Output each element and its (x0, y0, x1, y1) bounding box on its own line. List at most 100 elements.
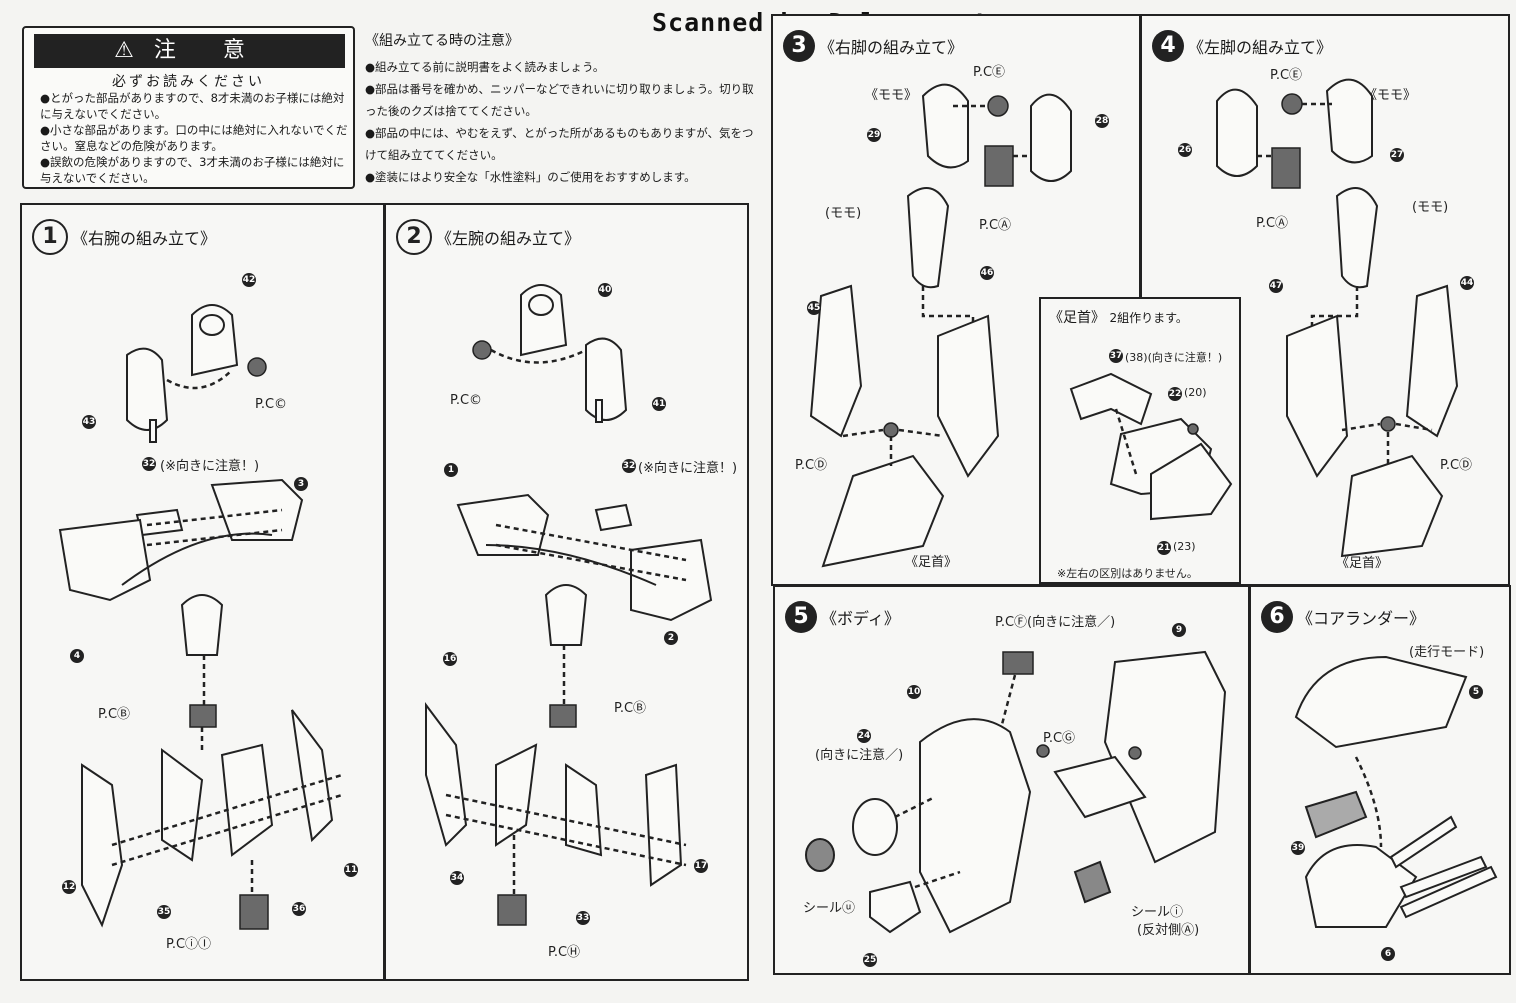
part-label: P.CⒶ (979, 218, 1012, 233)
part-number: 40 (598, 283, 612, 297)
part-label: P.CⒷ (614, 701, 647, 716)
seal-label: シールⓘ (1131, 905, 1184, 920)
part-number: 47 (1269, 279, 1283, 293)
part-label: P.CⒼ (1043, 731, 1076, 746)
ankle-diagram (1069, 372, 1233, 521)
caution-box: ⚠注 意 必ずお読みください ●とがった部品がありますので、8才未満のお子様には… (22, 26, 355, 189)
seal-label: シールⓤ (803, 901, 856, 916)
part-number: 12 (62, 880, 76, 894)
caution-title: ⚠注 意 (34, 34, 345, 68)
part-number: 34 (450, 871, 464, 885)
step-2-panel: 2《左腕の組み立て》 40 P.C© 41 1 32 (※向きに注意！) 2 P… (384, 203, 749, 981)
part-label: P.CⓘⒾ (166, 937, 212, 952)
part-number: 25 (863, 953, 877, 967)
note-item: ●塗装にはより安全な「水性塗料」のご使用をおすすめします。 (365, 170, 696, 184)
step-number-badge: 6 (1261, 601, 1293, 633)
step-6-panel: 6《コアランダー》 (走行モード) 5 39 6 (1249, 585, 1511, 975)
part-number: 6 (1381, 947, 1395, 961)
part-number: 5 (1469, 685, 1483, 699)
part-number: 17 (694, 859, 708, 873)
part-number: 2 (664, 631, 678, 645)
step-number-badge: 2 (396, 219, 432, 255)
part-label: 《モモ》 (1364, 88, 1417, 103)
part-note: (※向きに注意！) (638, 461, 738, 476)
step-6-title: 6《コアランダー》 (1261, 601, 1425, 633)
part-number: 36 (292, 902, 306, 916)
part-label: (20) (1184, 386, 1207, 399)
part-number: 4 (70, 649, 84, 663)
part-label: P.CⒺ (1270, 68, 1303, 83)
step-number-badge: 5 (785, 601, 817, 633)
step-6-diagram (1294, 655, 1498, 928)
part-number: 39 (1291, 841, 1305, 855)
step-5-panel: 5《ボディ》 P.CⒻ(向きに注意／) 9 10 24 (向きに注意／) P.C… (773, 585, 1250, 975)
step-3-title: 3《右脚の組み立て》 (783, 30, 963, 62)
step-number-badge: 1 (32, 219, 68, 255)
part-label: 《足首》 (905, 555, 958, 570)
step-4-title: 4《左脚の組み立て》 (1152, 30, 1332, 62)
part-label: P.CⒶ (1256, 216, 1289, 231)
part-number: 10 (907, 685, 921, 699)
assembly-notes-title: 《組み立てる時の注意》 (365, 33, 519, 49)
part-number: 3 (294, 477, 308, 491)
step-1-title: 1《右腕の組み立て》 (32, 219, 216, 255)
ankle-footnote: ※左右の区別はありません。 (1057, 567, 1198, 580)
part-number: 1 (444, 463, 458, 477)
part-note: (38)(向きに注意！) (1125, 351, 1223, 364)
step-4-diagram (1216, 78, 1459, 558)
ankle-title: 《足首》 2組作ります。 (1049, 310, 1188, 326)
part-number: 32 (142, 457, 156, 471)
part-label: P.CⒹ (795, 458, 828, 473)
part-label: (モモ) (825, 206, 862, 221)
note-item: ●組み立てる前に説明書をよく読みましょう。 (365, 60, 605, 74)
part-note: (向きに注意／) (815, 748, 904, 763)
part-label: P.CⒷ (98, 707, 131, 722)
step-2-diagram (425, 284, 713, 926)
part-number: 46 (980, 266, 994, 280)
part-number: 45 (807, 301, 821, 315)
part-number: 24 (857, 729, 871, 743)
caution-list: ●とがった部品がありますので、8才未満のお子様には絶対に与えないでください。 ●… (40, 90, 352, 186)
step-5-diagram (805, 650, 1227, 934)
seal-note: (反対側Ⓐ) (1137, 923, 1200, 938)
caution-item: ●小さな部品があります。口の中には絶対に入れないでください。窒息などの危険があり… (40, 123, 348, 153)
step-number-badge: 4 (1152, 30, 1184, 62)
step-2-title: 2《左腕の組み立て》 (396, 219, 580, 255)
part-label: P.CⒽ (548, 945, 581, 960)
part-label: P.CⒺ (973, 65, 1006, 80)
part-number: 16 (443, 652, 457, 666)
part-number: 35 (157, 905, 171, 919)
caution-item: ●とがった部品がありますので、8才未満のお子様には絶対に与えないでください。 (40, 91, 345, 121)
part-number: 33 (576, 911, 590, 925)
part-label: P.C© (255, 397, 288, 412)
part-label: 《モモ》 (865, 88, 918, 103)
caution-item: ●誤飲の危険がありますので、3才未満のお子様には絶対に与えないでください。 (40, 155, 345, 185)
part-number: 32 (622, 459, 636, 473)
part-number: 27 (1390, 148, 1404, 162)
part-number: 9 (1172, 623, 1186, 637)
step-1-diagram (58, 304, 343, 930)
part-label: P.CⒹ (1440, 458, 1473, 473)
assembly-notes-list: ●組み立てる前に説明書をよく読みましょう。 ●部品は番号を確かめ、ニッパーなどで… (365, 56, 755, 188)
part-label: (モモ) (1412, 200, 1449, 215)
part-label: (23) (1173, 540, 1196, 553)
step-5-title: 5《ボディ》 (785, 601, 900, 633)
assembly-notes: 《組み立てる時の注意》 ●組み立てる前に説明書をよく読みましょう。 ●部品は番号… (365, 30, 755, 188)
note-item: ●部品の中には、やむをえず、とがった所があるものもありますが、気をつけて組み立て… (365, 126, 754, 162)
part-label: P.CⒻ(向きに注意／) (995, 615, 1116, 630)
part-number: 44 (1460, 276, 1474, 290)
step-4-panel: 4《左脚の組み立て》 P.CⒺ 《モモ》 26 27 P.CⒶ (モモ) 47 … (1140, 14, 1510, 586)
part-number: 41 (652, 397, 666, 411)
step-1-panel: 1《右腕の組み立て》 42 P.C© 43 32 (※向きに注意！) 3 4 P… (20, 203, 385, 981)
part-number: 37 (1109, 349, 1123, 363)
part-number: 11 (344, 863, 358, 877)
warning-icon: ⚠ (114, 38, 154, 63)
part-number: 21 (1157, 541, 1171, 555)
mode-label: (走行モード) (1409, 645, 1485, 660)
part-note: (※向きに注意！) (160, 459, 260, 474)
note-item: ●部品は番号を確かめ、ニッパーなどできれいに切り取りましょう。切り取った後のクズ… (365, 82, 754, 118)
caution-subtitle: 必ずお読みください (112, 74, 265, 90)
part-label: 《足首》 (1336, 556, 1389, 571)
part-number: 29 (867, 128, 881, 142)
step-3-diagram (809, 83, 1072, 568)
